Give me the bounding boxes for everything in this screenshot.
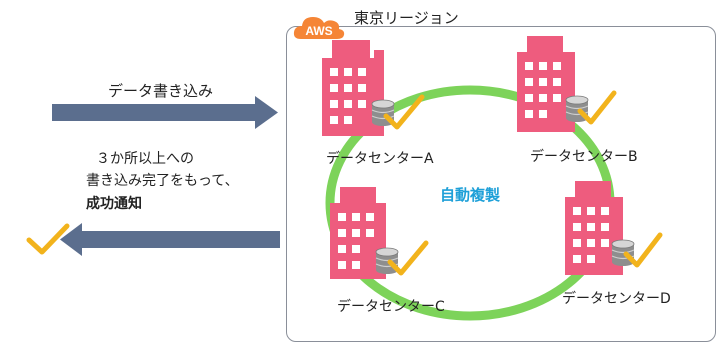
check-c-icon xyxy=(387,240,429,276)
datacenter-b-label: データセンターB xyxy=(530,149,638,165)
building-b-icon xyxy=(517,36,575,132)
notice-line-3: 成功通知 xyxy=(86,196,142,212)
tokyo-region-box xyxy=(286,26,716,342)
check-d-icon xyxy=(623,232,663,268)
notice-line-2: 書き込み完了をもって、 xyxy=(86,173,239,189)
check-a-icon xyxy=(383,94,425,130)
building-c-icon xyxy=(330,187,386,279)
building-a-icon xyxy=(322,40,384,136)
success-check-icon xyxy=(26,223,70,255)
datacenter-d-label: データセンターD xyxy=(562,291,671,307)
write-arrow xyxy=(52,96,278,129)
notify-arrow xyxy=(60,223,280,256)
replication-label: 自動複製 xyxy=(440,186,501,204)
notice-line-1: ３か所以上への xyxy=(96,151,194,167)
aws-badge-text: AWS xyxy=(305,24,332,38)
region-title: 東京リージョン xyxy=(354,9,459,27)
write-label: データ書き込み xyxy=(108,82,214,100)
check-b-icon xyxy=(577,90,617,125)
datacenter-c-label: データセンターC xyxy=(337,299,445,315)
datacenter-a-label: データセンターA xyxy=(326,151,434,167)
aws-cloud-icon: AWS xyxy=(293,17,345,39)
